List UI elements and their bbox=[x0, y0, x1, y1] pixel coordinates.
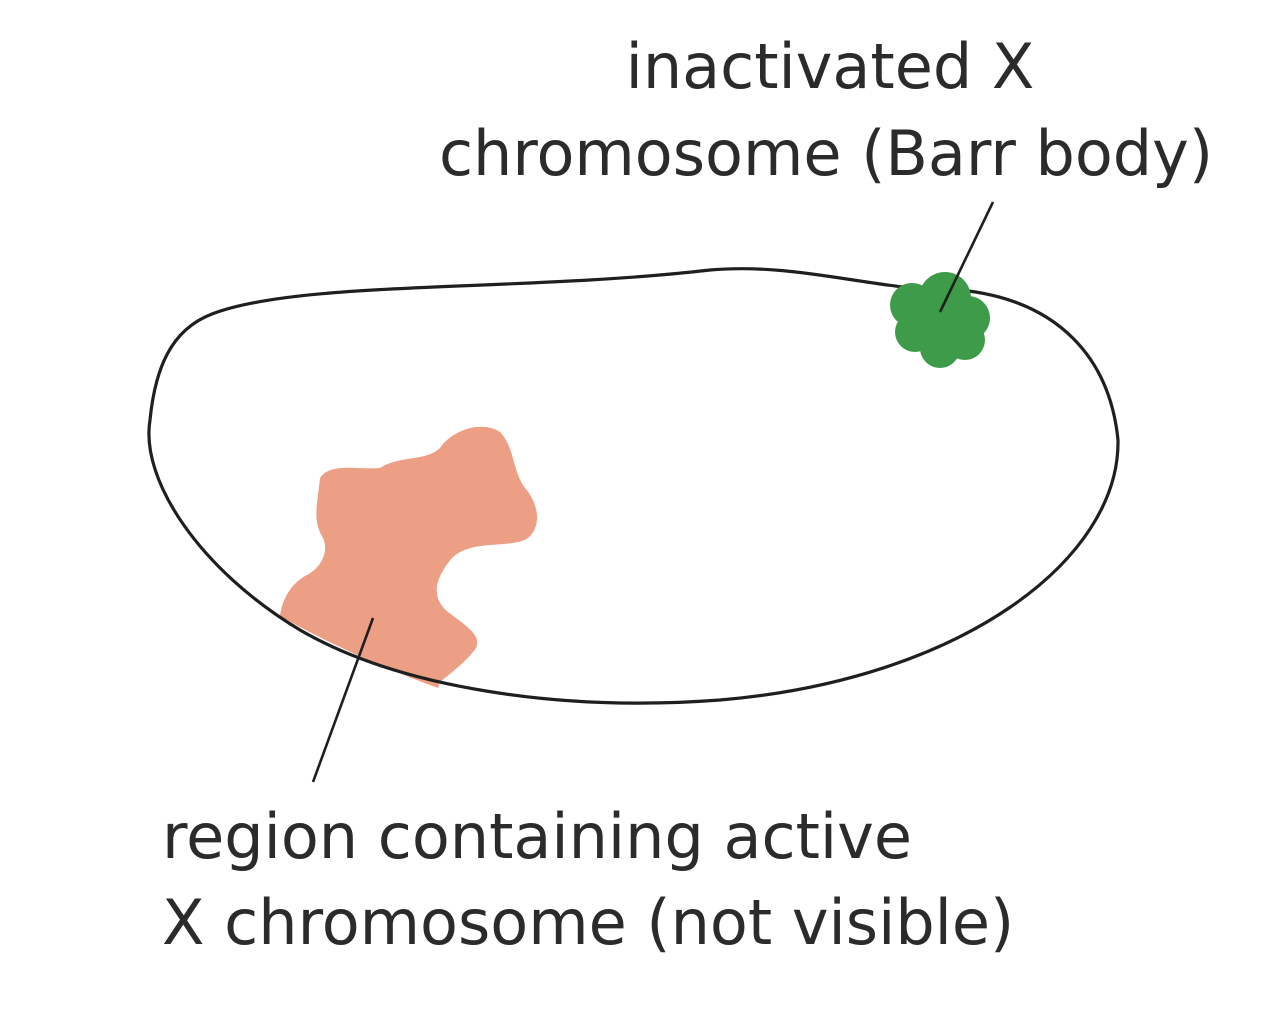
active-x-label-line2: X chromosome (not visible) bbox=[162, 886, 1014, 959]
active-x-region bbox=[280, 426, 538, 688]
barr-body bbox=[890, 272, 990, 368]
nucleus-outline bbox=[147, 267, 1120, 705]
barr-body-label-line1: inactivated X bbox=[626, 30, 1035, 103]
barr-body-leader-line bbox=[938, 201, 995, 313]
active-x-label-line1: region containing active bbox=[162, 800, 912, 873]
barr-body-label-line2: chromosome (Barr body) bbox=[439, 117, 1213, 190]
barr-body-lobe bbox=[916, 298, 964, 346]
active-x-leader-line bbox=[311, 617, 375, 783]
